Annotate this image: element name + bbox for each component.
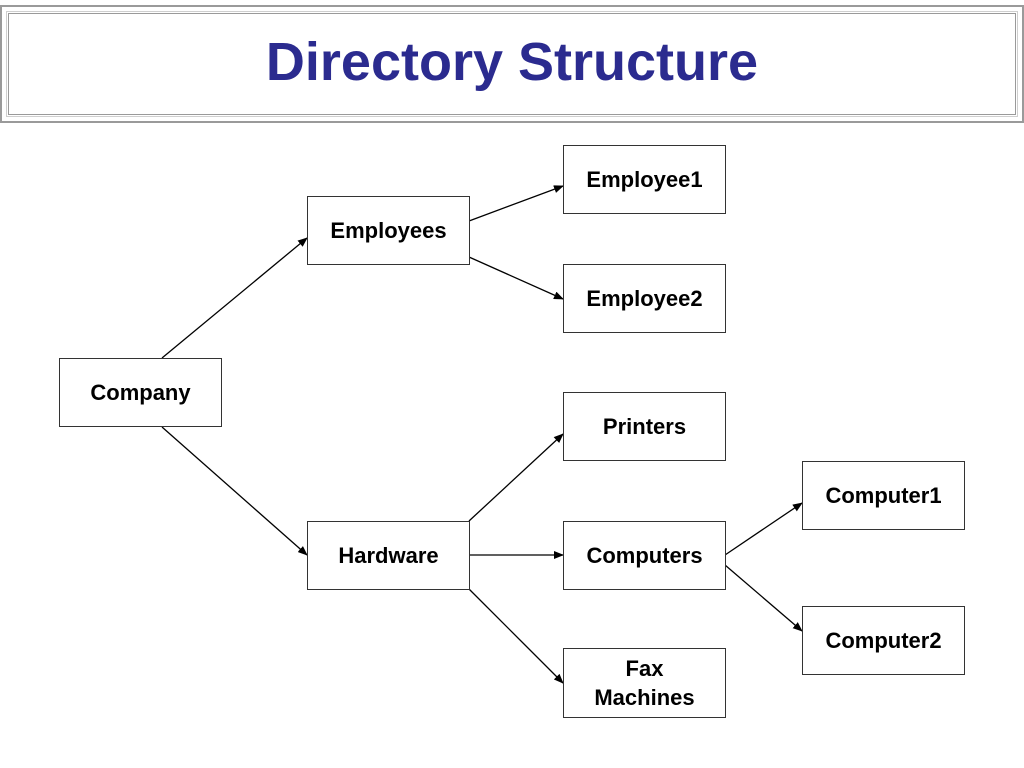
- node-employees-label: Employees: [330, 217, 447, 243]
- page-title: Directory Structure: [265, 32, 759, 92]
- node-computers-label: Computers: [586, 542, 703, 568]
- node-hardware-label: Hardware: [338, 542, 439, 568]
- node-hardware: Hardware: [307, 521, 470, 590]
- edge-hardware-printers: [468, 433, 564, 522]
- title-frame-inner: [8, 13, 1016, 115]
- node-employee1-label: Employee1: [586, 166, 703, 192]
- node-computer1: Computer1: [802, 461, 965, 530]
- node-employees: Employees: [307, 196, 470, 265]
- title-frame: Directory Structure: [0, 5, 1024, 123]
- node-computer1-label: Computer1: [825, 482, 942, 508]
- edge-company-employees: [161, 237, 308, 359]
- node-employee2: Employee2: [563, 264, 726, 333]
- node-company: Company: [59, 358, 222, 427]
- node-fax-machines-label: Fax Machines: [594, 655, 695, 710]
- edge-computers-computer1: [724, 502, 803, 556]
- edge-employees-employee2: [468, 256, 564, 300]
- edge-employees-employee1: [468, 185, 564, 222]
- node-company-label: Company: [90, 379, 191, 405]
- node-printers: Printers: [563, 392, 726, 461]
- node-computer2-label: Computer2: [825, 627, 942, 653]
- edge-computers-computer2: [724, 564, 803, 632]
- edge-hardware-fax-machines: [468, 588, 564, 684]
- node-fax-machines: Fax Machines: [563, 648, 726, 718]
- node-computers: Computers: [563, 521, 726, 590]
- node-printers-label: Printers: [602, 413, 687, 439]
- edge-company-hardware: [161, 426, 308, 556]
- node-employee1: Employee1: [563, 145, 726, 214]
- node-employee2-label: Employee2: [586, 285, 703, 311]
- node-computer2: Computer2: [802, 606, 965, 675]
